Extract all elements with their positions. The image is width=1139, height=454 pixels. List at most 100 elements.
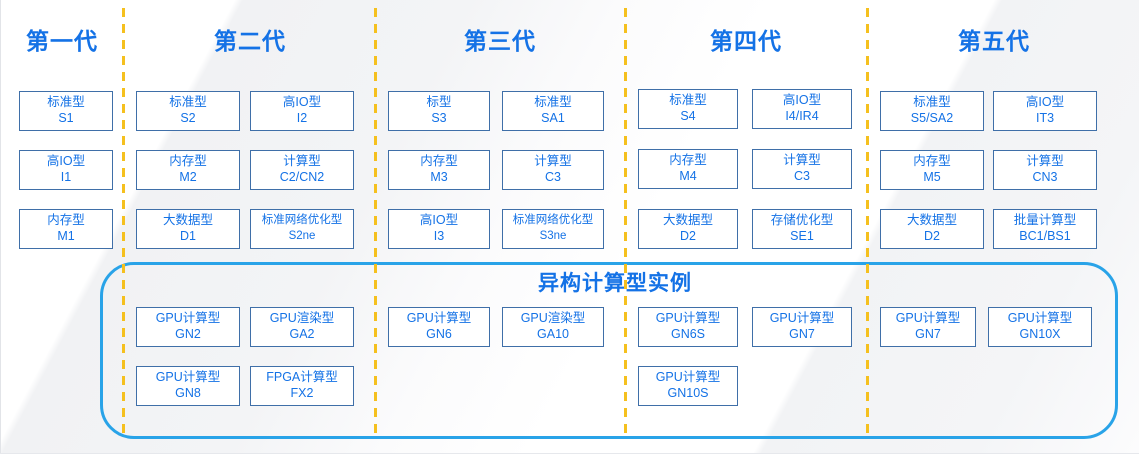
instance-type-label: 标准型 <box>913 95 951 109</box>
instance-box[interactable]: 大数据型 D2 <box>638 209 738 249</box>
instance-box[interactable]: 计算型 C3 <box>752 149 852 189</box>
instance-type-label: 大数据型 <box>162 213 213 227</box>
instance-type-label: 大数据型 <box>662 213 713 227</box>
instance-box[interactable]: 标准型 S4 <box>638 89 738 129</box>
instance-box[interactable]: 计算型 CN3 <box>993 150 1097 190</box>
instance-box[interactable]: GPU计算型 GN10X <box>988 307 1092 347</box>
instance-code-label: GN10X <box>1019 327 1061 341</box>
instance-type-label: 大数据型 <box>906 213 957 227</box>
instance-box[interactable]: 内存型 M1 <box>19 209 113 249</box>
instance-box[interactable]: 高IO型 IT3 <box>993 91 1097 131</box>
instance-code-label: I1 <box>60 170 72 184</box>
instance-code-label: M3 <box>430 170 448 184</box>
instance-box[interactable]: 计算型 C2/CN2 <box>250 150 354 190</box>
instance-code-label: GN6 <box>426 327 452 341</box>
instance-box[interactable]: 高IO型 I2 <box>250 91 354 131</box>
instance-type-label: GPU渲染型 <box>269 311 335 325</box>
instance-code-label: GN7 <box>789 327 815 341</box>
instance-code-label: S2 <box>180 111 196 125</box>
instance-type-label: 内存型 <box>169 154 207 168</box>
column-divider-2 <box>374 8 377 437</box>
instance-code-label: M1 <box>57 229 75 243</box>
instance-code-label: S2ne <box>288 230 316 242</box>
instance-type-label: 计算型 <box>283 154 321 168</box>
instance-type-label: 计算型 <box>534 154 572 168</box>
instance-code-label: S5/SA2 <box>910 111 954 125</box>
instance-code-label: I4/IR4 <box>785 109 819 123</box>
instance-box[interactable]: 大数据型 D2 <box>880 209 984 249</box>
instance-box[interactable]: 标准网络优化型 S2ne <box>250 209 354 249</box>
instance-type-label: 内存型 <box>669 153 707 167</box>
instance-box[interactable]: 标准网络优化型 S3ne <box>502 209 604 249</box>
instance-box[interactable]: 高IO型 I3 <box>388 209 490 249</box>
instance-box[interactable]: GPU计算型 GN7 <box>880 307 976 347</box>
instance-box[interactable]: GPU渲染型 GA10 <box>502 307 604 347</box>
instance-type-label: GPU计算型 <box>769 311 835 325</box>
instance-type-label: GPU计算型 <box>155 370 221 384</box>
instance-box[interactable]: 内存型 M4 <box>638 149 738 189</box>
column-divider-4 <box>866 8 869 437</box>
instance-code-label: D2 <box>924 229 940 243</box>
generation-title-3: 第三代 <box>464 28 536 54</box>
instance-code-label: I2 <box>296 111 308 125</box>
instance-box[interactable]: 计算型 C3 <box>502 150 604 190</box>
instance-type-label: 标型 <box>426 95 452 109</box>
instance-box[interactable]: 批量计算型 BC1/BS1 <box>993 209 1097 249</box>
instance-code-label: D2 <box>680 229 696 243</box>
instance-code-label: IT3 <box>1035 111 1055 125</box>
instance-code-label: CN3 <box>1032 170 1058 184</box>
instance-box[interactable]: 存储优化型 SE1 <box>752 209 852 249</box>
instance-box[interactable]: 内存型 M5 <box>880 150 984 190</box>
instance-box[interactable]: 标准型 S1 <box>19 91 113 131</box>
instance-type-label: GPU渲染型 <box>520 311 586 325</box>
instance-box[interactable]: 内存型 M2 <box>136 150 240 190</box>
instance-box[interactable]: GPU计算型 GN10S <box>638 366 738 406</box>
generation-title-5: 第五代 <box>958 28 1030 54</box>
instance-code-label: M5 <box>923 170 941 184</box>
instance-code-label: GN10S <box>667 386 709 400</box>
instance-box[interactable]: 高IO型 I4/IR4 <box>752 89 852 129</box>
instance-type-label: 内存型 <box>47 213 85 227</box>
column-divider-3 <box>624 8 627 437</box>
generation-title-1: 第一代 <box>26 28 98 54</box>
instance-type-label: 标准型 <box>47 95 85 109</box>
instance-code-label: I3 <box>433 229 445 243</box>
instance-type-label: GPU计算型 <box>655 311 721 325</box>
instance-box[interactable]: 内存型 M3 <box>388 150 490 190</box>
instance-type-label: 标准型 <box>169 95 207 109</box>
instance-type-label: GPU计算型 <box>406 311 472 325</box>
instance-box[interactable]: GPU计算型 GN8 <box>136 366 240 406</box>
instance-box[interactable]: 标准型 S2 <box>136 91 240 131</box>
instance-code-label: SE1 <box>790 229 814 243</box>
instance-box[interactable]: GPU计算型 GN7 <box>752 307 852 347</box>
instance-box[interactable]: GPU计算型 GN2 <box>136 307 240 347</box>
instance-type-label: 高IO型 <box>1025 95 1065 109</box>
instance-type-label: GPU计算型 <box>1007 311 1073 325</box>
instance-code-label: GN8 <box>175 386 201 400</box>
instance-box[interactable]: 标准型 S5/SA2 <box>880 91 984 131</box>
instance-type-label: 高IO型 <box>782 93 822 107</box>
instance-code-label: C3 <box>545 170 561 184</box>
instance-code-label: S4 <box>680 109 696 123</box>
instance-box[interactable]: 标准型 SA1 <box>502 91 604 131</box>
instance-type-label: 计算型 <box>783 153 821 167</box>
instance-type-label: GPU计算型 <box>895 311 961 325</box>
instance-type-label: 内存型 <box>420 154 458 168</box>
instance-box[interactable]: GPU渲染型 GA2 <box>250 307 354 347</box>
heterogeneous-instances-title: 异构计算型实例 <box>538 272 692 295</box>
instance-box[interactable]: 大数据型 D1 <box>136 209 240 249</box>
instance-code-label: C3 <box>794 169 810 183</box>
instance-box[interactable]: FPGA计算型 FX2 <box>250 366 354 406</box>
instance-code-label: SA1 <box>541 111 565 125</box>
instance-code-label: M4 <box>679 169 697 183</box>
instance-type-label: 高IO型 <box>46 154 86 168</box>
instance-box[interactable]: GPU计算型 GN6 <box>388 307 490 347</box>
generation-title-4: 第四代 <box>710 28 782 54</box>
instance-type-label: 存储优化型 <box>770 213 834 227</box>
instance-box[interactable]: 标型 S3 <box>388 91 490 131</box>
instance-code-label: GN7 <box>915 327 941 341</box>
instance-box[interactable]: 高IO型 I1 <box>19 150 113 190</box>
instance-box[interactable]: GPU计算型 GN6S <box>638 307 738 347</box>
instance-type-label: 标准网络优化型 <box>512 214 594 226</box>
